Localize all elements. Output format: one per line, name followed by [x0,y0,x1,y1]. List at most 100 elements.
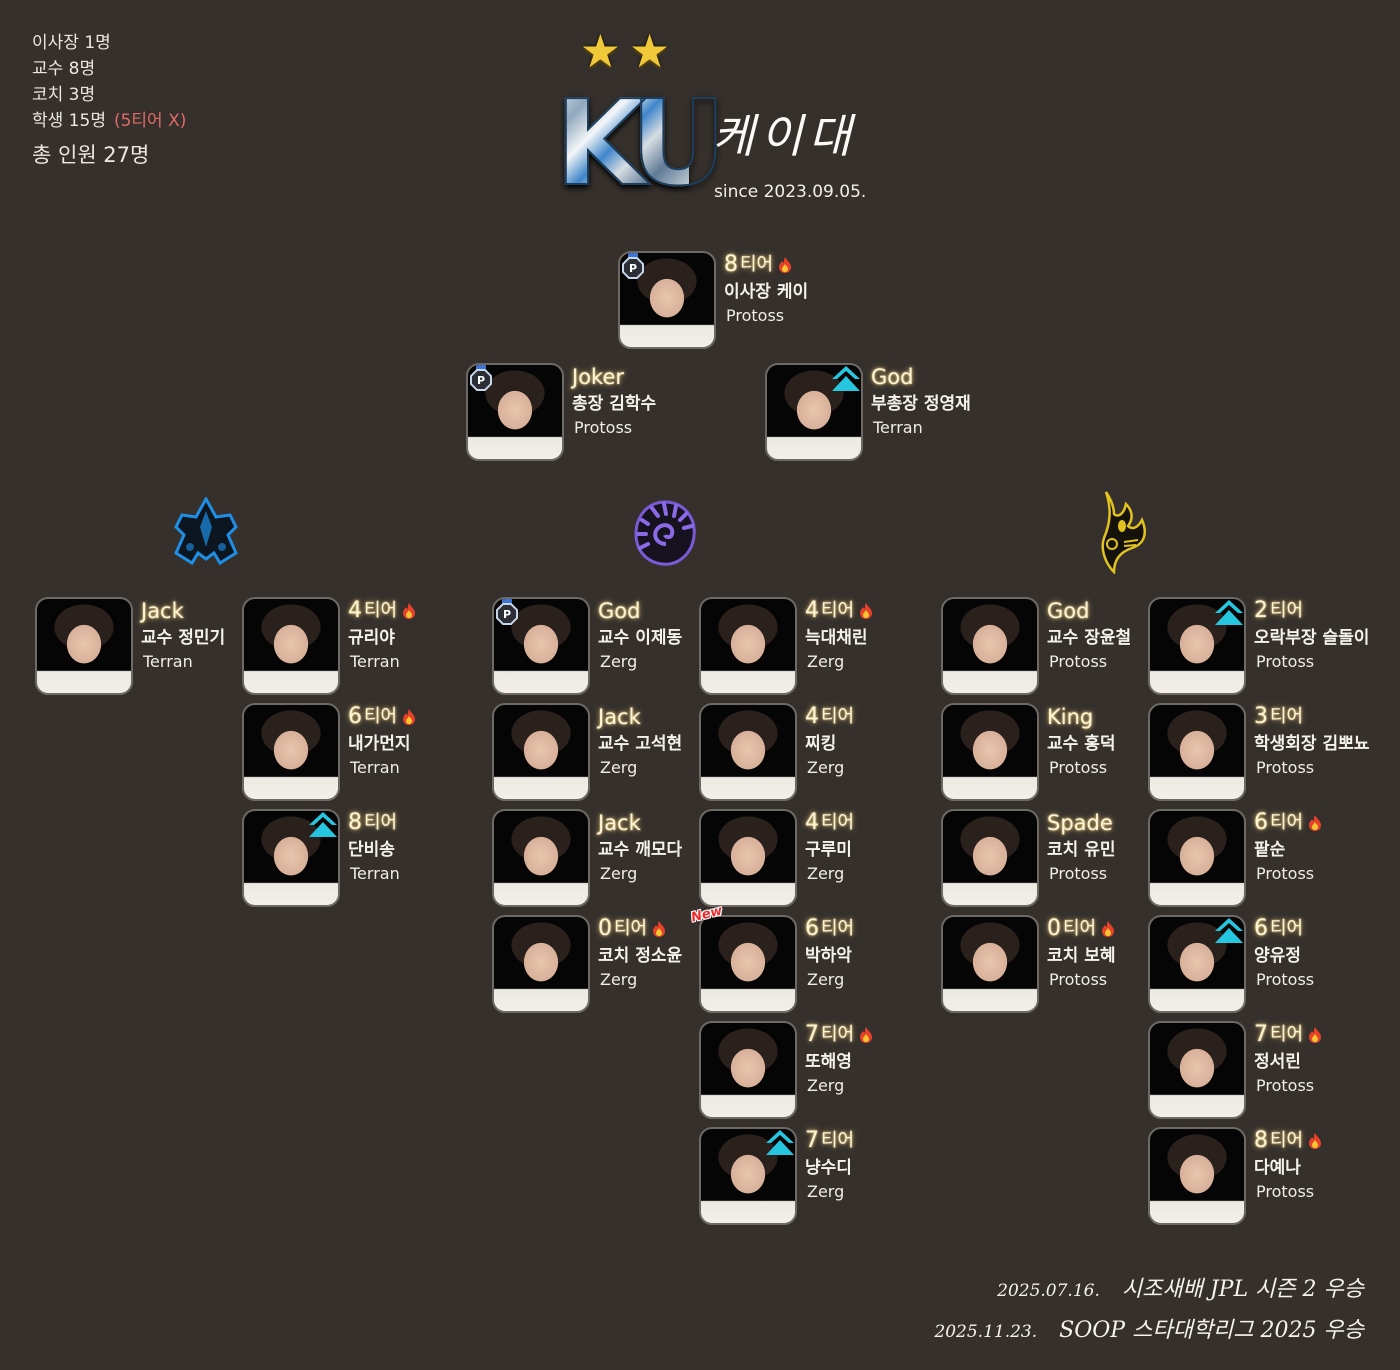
member-photo [242,703,340,801]
member-name: 부총장 정영재 [871,394,971,414]
student-count-row: 학생 15명(5티어 X) [32,108,186,134]
member-photo [242,597,340,695]
title-label: King [1047,705,1094,729]
member-race: Protoss [1049,864,1108,883]
member-name: 이사장 케이 [724,282,809,302]
member-photo [699,1127,797,1225]
brand-title: 케이대 [712,109,857,163]
member-card-president[interactable]: P Joker 총장 김학수 Protoss [466,363,726,463]
member-race: Terran [350,758,400,777]
member-name: 교수 장윤철 [1047,628,1132,648]
member-card-protoss-staff[interactable]: King 교수 홍덕 Protoss [941,703,1201,803]
member-name: 교수 이제동 [598,628,683,648]
member-card-zerg-staff[interactable]: P God 교수 이제동 Zerg [492,597,752,697]
fire-icon [1309,1027,1322,1043]
member-name: 찌킹 [805,734,837,754]
member-race: Zerg [807,758,845,777]
member-race: Protoss [1049,758,1108,777]
member-name: 총장 김학수 [572,394,657,414]
member-card-protoss-staff[interactable]: God 교수 장윤철 Protoss [941,597,1201,697]
member-photo: P [492,597,590,695]
member-race: Zerg [807,864,845,883]
medal-ribbon-icon [502,599,512,604]
member-race: Protoss [1256,864,1315,883]
member-race: Protoss [1256,1076,1315,1095]
member-name: 늑대채린 [805,628,868,648]
title-label: Jack [141,599,184,623]
member-race: Protoss [574,418,633,437]
member-name: 냥수디 [805,1158,852,1178]
member-name: 교수 고석현 [598,734,683,754]
professor-count: 교수 8명 [32,59,96,79]
member-card-terran-staff[interactable]: Jack 교수 정민기 Terran [35,597,295,697]
member-race: Protoss [1256,1182,1315,1201]
member-name: 내가먼지 [348,734,411,754]
medal-ribbon-icon [628,253,638,258]
member-photo [492,915,590,1013]
title-label: Spade [1047,811,1113,835]
member-race: Terran [143,652,193,671]
fire-icon [860,1027,873,1043]
member-race: Zerg [600,970,638,989]
founded-date: since 2023.09.05. [714,182,867,202]
member-name: 규리야 [348,628,395,648]
member-photo [941,915,1039,1013]
member-race: Terran [350,652,400,671]
fire-icon [1309,1133,1322,1149]
member-photo [1148,915,1246,1013]
member-race: Zerg [807,970,845,989]
achievement-date: 2025.11.23. [934,1322,1038,1342]
member-card-vice-president[interactable]: God 부총장 정영재 Terran [765,363,1025,463]
member-name: 양유정 [1254,946,1301,966]
championship-stars: ★ ★ [575,28,675,76]
member-name: 코치 정소윤 [598,946,683,966]
member-card-protoss-coach[interactable]: Spade 코치 유민 Protoss [941,809,1201,909]
member-race: Zerg [807,1182,845,1201]
member-photo [699,703,797,801]
rank-up-icon [1215,918,1243,943]
member-name: 오락부장 슬돌이 [1254,628,1370,648]
member-name: 또해영 [805,1052,852,1072]
member-photo [492,809,590,907]
member-photo: P [618,251,716,349]
star-icon: ★ [629,24,671,78]
star-icon: ★ [579,24,621,78]
fire-icon [860,603,873,619]
member-race: Zerg [600,652,638,671]
title-label: Jack [598,705,641,729]
achievement-title: SOOP 스타대학리그 2025 우승 [1059,1318,1364,1343]
member-name: 다예나 [1254,1158,1301,1178]
member-card-zerg-staff[interactable]: Jack 교수 깨모다 Zerg [492,809,752,909]
member-card-zerg-staff[interactable]: Jack 교수 고석현 Zerg [492,703,752,803]
member-race: Protoss [1049,652,1108,671]
member-race: Protoss [1256,970,1315,989]
member-race: Terran [873,418,923,437]
